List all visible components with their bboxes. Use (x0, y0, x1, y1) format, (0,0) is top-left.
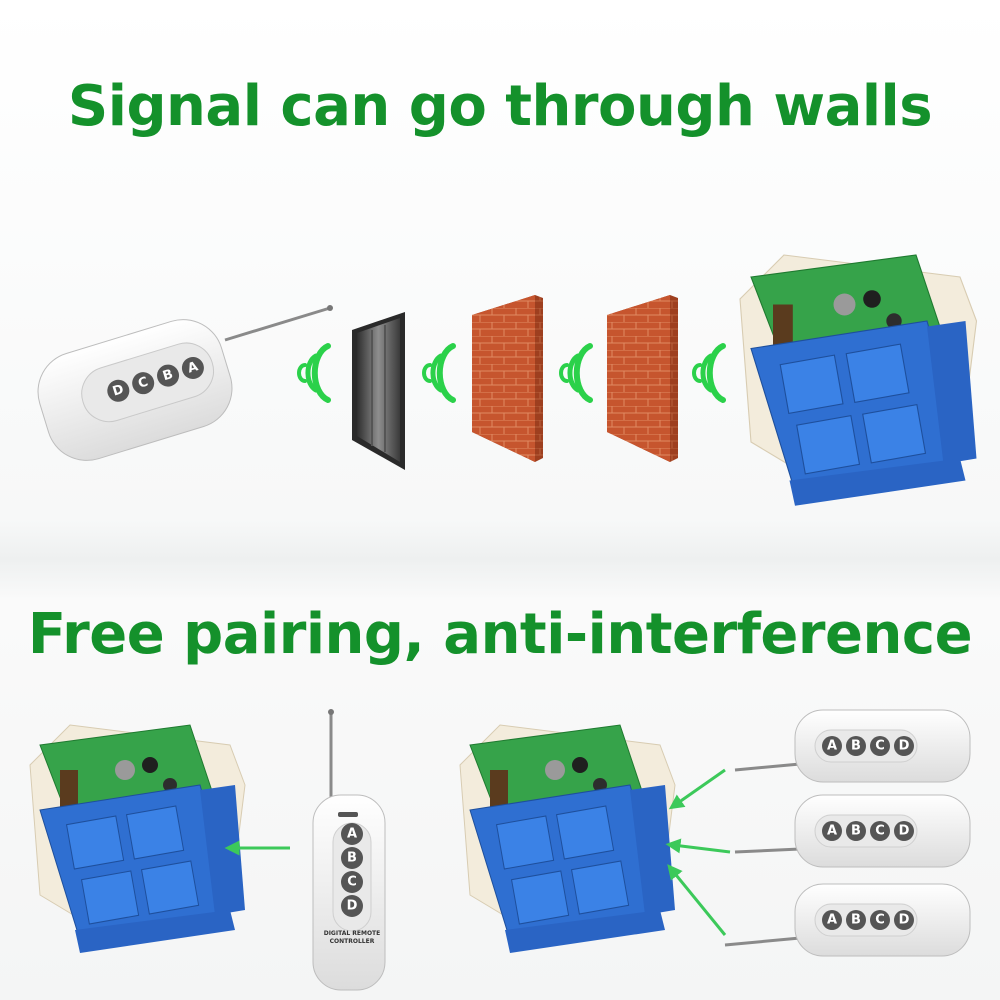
svg-text:D: D (347, 899, 358, 914)
svg-text:A: A (347, 827, 357, 842)
remote-right-3: A B C D (724, 883, 971, 957)
svg-text:C: C (875, 824, 885, 839)
signal-wave-3 (559, 343, 593, 403)
svg-text:A: A (827, 913, 837, 928)
svg-text:B: B (161, 367, 175, 384)
button-a-top (181, 356, 204, 379)
svg-text:B: B (851, 913, 861, 928)
svg-text:C: C (875, 913, 885, 928)
svg-text:D: D (899, 739, 910, 754)
svg-text:B: B (851, 739, 861, 754)
arrow-in-3 (667, 864, 727, 936)
svg-text:B: B (851, 824, 861, 839)
svg-text:A: A (827, 824, 837, 839)
remote-right-1: A B C D (734, 709, 971, 783)
button-c-top (132, 372, 155, 395)
svg-text:DIGITAL REMOTE: DIGITAL REMOTE (324, 930, 381, 937)
svg-text:C: C (347, 875, 357, 890)
svg-text:A: A (186, 359, 200, 376)
signal-wave-1 (297, 343, 331, 403)
svg-text:D: D (899, 913, 910, 928)
svg-text:C: C (875, 739, 885, 754)
remote-vertical: A B C D DIGITAL REMOTE CONTROLLER (312, 709, 386, 991)
arrow-in-1 (668, 768, 726, 810)
brick-wall-1 (472, 295, 543, 462)
svg-text:D: D (111, 382, 126, 400)
svg-text:C: C (136, 375, 150, 392)
relay-module-bottom-left (29, 724, 246, 954)
signal-waves (297, 343, 726, 403)
svg-text:B: B (347, 851, 357, 866)
remote-right-2: A B C D (734, 794, 971, 868)
arrow-in-2 (665, 838, 731, 854)
svg-text:A: A (827, 739, 837, 754)
relay-module-top (739, 254, 978, 507)
brick-wall-2 (607, 295, 678, 462)
relay-module-bottom-center (459, 724, 676, 954)
remote-top: D C B A (37, 305, 333, 461)
door (352, 312, 405, 470)
svg-text:CONTROLLER: CONTROLLER (330, 938, 375, 945)
signal-wave-2 (422, 343, 456, 403)
svg-text:D: D (899, 824, 910, 839)
signal-wave-4 (692, 343, 726, 403)
headline-top: Signal can go through walls (67, 74, 933, 139)
button-d-top (107, 379, 130, 402)
button-b-top (157, 364, 180, 387)
headline-bottom: Free pairing, anti-interference (27, 602, 973, 667)
